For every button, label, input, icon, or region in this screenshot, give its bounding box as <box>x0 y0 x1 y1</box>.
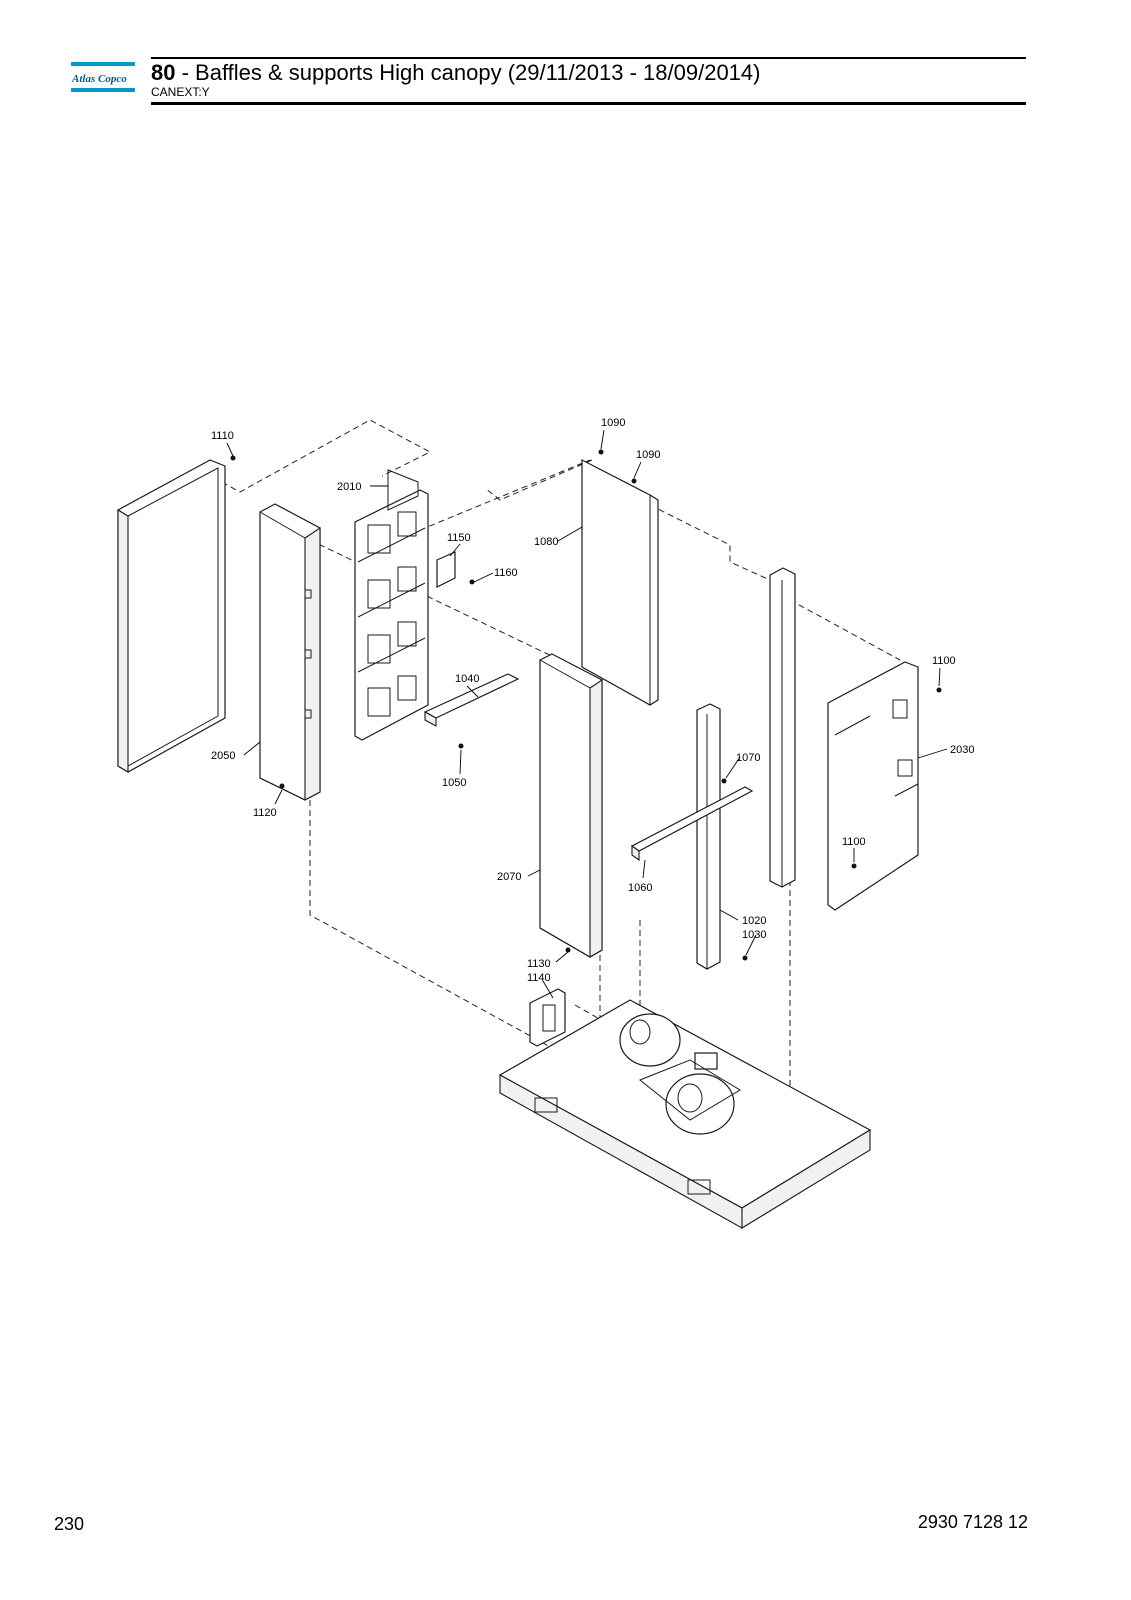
page-subtitle: CANEXT:Y <box>151 85 210 99</box>
callout-1150: 1150 <box>447 532 471 544</box>
page-title: 80 - Baffles & supports High canopy (29/… <box>151 60 760 86</box>
panel-2070 <box>539 653 603 958</box>
section-title: - Baffles & supports High canopy (29/11/… <box>175 60 761 85</box>
callout-1060: 1060 <box>628 882 652 894</box>
callout-2070: 2070 <box>497 871 521 883</box>
atlas-copco-logo: Atlas Copco <box>71 62 135 95</box>
callout-2010: 2010 <box>337 481 361 493</box>
logo-wordmark: Atlas Copco <box>71 73 127 85</box>
plate-1150 <box>436 551 456 588</box>
callout-1040: 1040 <box>455 673 479 685</box>
callout-1160: 1160 <box>494 567 518 579</box>
callout-1020: 1020 <box>742 915 766 927</box>
callout-1100: 1100 <box>842 836 866 848</box>
callout-2030: 2030 <box>950 744 974 756</box>
document-number: 2930 7128 12 <box>917 1512 1028 1532</box>
bracket-1040 <box>423 673 520 727</box>
callout-labels: 1110 2010 1090 1090 1080 1150 1160 1040 … <box>211 417 974 984</box>
callout-1080: 1080 <box>534 536 558 548</box>
fasteners <box>230 449 942 961</box>
part-1140 <box>529 988 566 1047</box>
panel-2030 <box>827 661 919 911</box>
callout-1110: 1110 <box>211 430 234 442</box>
support-1020 <box>696 703 721 970</box>
base-frame <box>498 999 872 1229</box>
left-canopy-panel <box>117 459 226 773</box>
panel-2010 <box>354 469 429 741</box>
baffle-2050 <box>259 503 321 801</box>
callout-1130: 1130 <box>527 958 551 970</box>
callout-2050: 2050 <box>211 750 235 762</box>
header-top-rule <box>151 57 1026 59</box>
crossbar-1060 <box>630 786 754 862</box>
callout-1030: 1030 <box>742 929 766 941</box>
callout-1050: 1050 <box>442 777 466 789</box>
frame-rail <box>769 567 796 888</box>
header-bottom-rule <box>151 102 1026 105</box>
callout-1140: 1140 <box>527 972 551 984</box>
callout-1120: 1120 <box>253 807 277 819</box>
page-number: 230 <box>54 1514 85 1534</box>
callout-1090-top: 1090 <box>601 417 625 429</box>
panel-1080 <box>581 459 659 706</box>
callout-1090: 1090 <box>636 449 660 461</box>
section-number: 80 <box>151 60 176 85</box>
callout-1100-top: 1100 <box>932 655 956 667</box>
callout-1070: 1070 <box>736 752 760 764</box>
callout-leaders <box>226 429 948 999</box>
motor-assembly <box>619 1013 741 1135</box>
